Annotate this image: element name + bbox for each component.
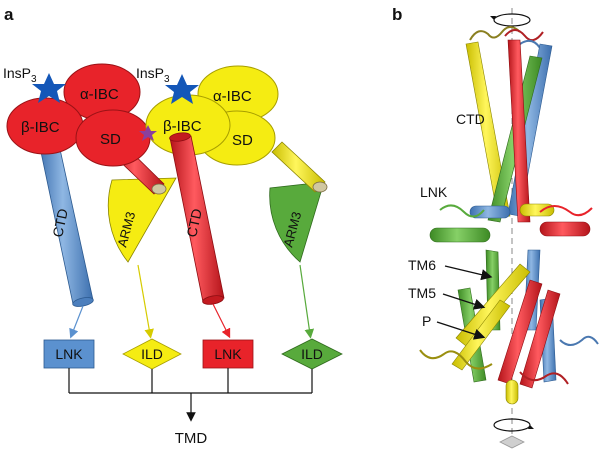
purple-star-icon	[139, 125, 157, 141]
label-tm6: TM6	[408, 257, 436, 273]
ctd-helices	[465, 39, 553, 223]
insp3-star-left-icon	[32, 73, 66, 103]
yellow-alpha-ibc-label: α-IBC	[213, 88, 252, 105]
yellow-sd-label: SD	[232, 132, 253, 149]
tmd-label: TMD	[175, 430, 208, 447]
red-beta-ibc-label: β-IBC	[21, 119, 60, 136]
arrow-ctd-to-lnk-blue	[69, 305, 84, 339]
box-ild-yellow: ILD	[122, 338, 182, 370]
box-lnk-blue: LNK	[43, 339, 95, 369]
svg-text:LNK: LNK	[55, 346, 83, 362]
yellow-subunit: α-IBC β-IBC SD	[145, 65, 328, 193]
pointer-tm6	[444, 265, 493, 281]
lnk-region	[429, 203, 593, 243]
tm-helices	[419, 249, 599, 405]
svg-text:ILD: ILD	[301, 346, 323, 362]
arrow-arm3-to-ild-green	[299, 264, 315, 339]
red-alpha-ibc-label: α-IBC	[80, 86, 119, 103]
red-ctd-label: CTD	[183, 207, 205, 238]
panel-label-b: b	[392, 5, 402, 24]
label-ctd: CTD	[456, 111, 485, 127]
svg-text:LNK: LNK	[214, 346, 242, 362]
pointer-tm5	[442, 293, 486, 310]
panel-label-a: a	[4, 5, 14, 24]
label-lnk: LNK	[420, 184, 448, 200]
insp3-star-right-icon	[165, 74, 199, 104]
arrow-ctd-to-lnk-red	[212, 303, 231, 339]
insp3-left-label: InsP3	[3, 65, 37, 85]
yellow-beta-ibc-label: β-IBC	[163, 118, 202, 135]
yellow-arm3-wedge	[107, 177, 177, 263]
red-ctd-rod: CTD	[169, 132, 225, 305]
red-subunit: ARM3 α-IBC β-IBC SD	[6, 63, 177, 263]
svg-text:ILD: ILD	[141, 346, 163, 362]
arrow-arm3-to-ild-yellow	[137, 264, 154, 339]
blue-ctd-label: CTD	[49, 207, 71, 238]
pointer-p	[436, 321, 486, 340]
membrane-marker	[499, 435, 525, 449]
red-sd-label: SD	[100, 131, 121, 148]
green-arm3-wedge	[269, 181, 325, 263]
label-p: P	[422, 313, 431, 329]
box-lnk-red: LNK	[202, 339, 254, 369]
convergence-bracket	[68, 368, 313, 394]
box-ild-green: ILD	[281, 338, 343, 370]
blue-ctd-rod: CTD	[37, 137, 94, 307]
label-tm5: TM5	[408, 285, 436, 301]
insp3-right-label: InsP3	[136, 65, 170, 85]
structure-3d: CTD LNK TM6 TM5 P	[408, 8, 599, 449]
